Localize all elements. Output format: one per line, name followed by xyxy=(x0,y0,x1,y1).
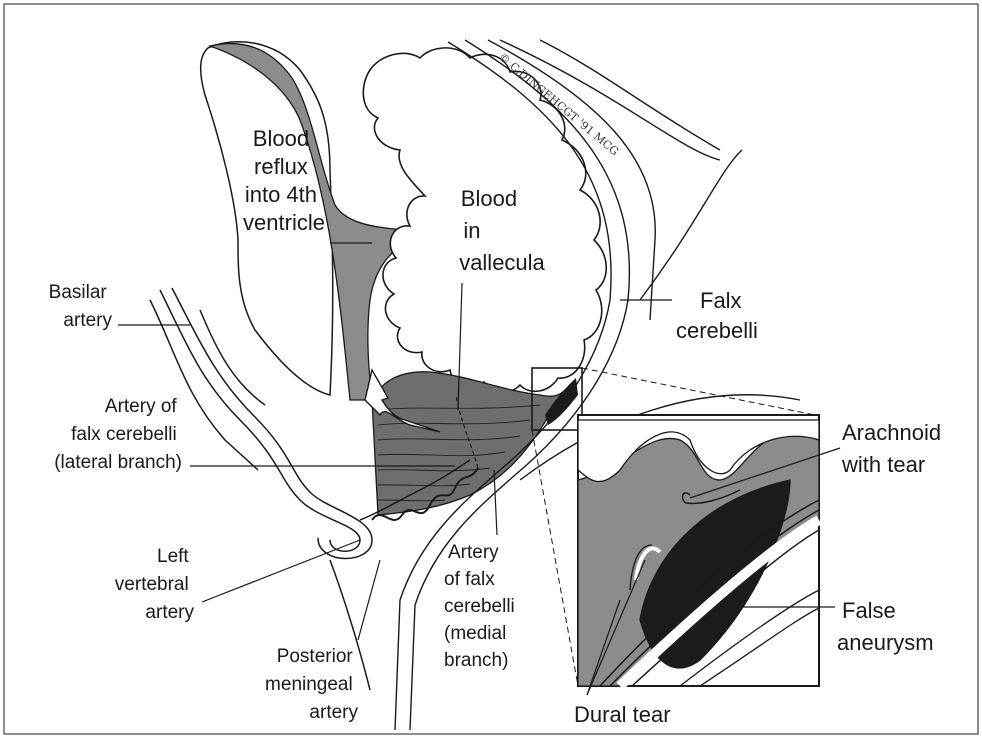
projection-line-bottom xyxy=(532,430,578,686)
label-posterior-meningeal: Posterior meningeal artery xyxy=(265,646,358,723)
label-falx-cerebelli: Falx cerebelli xyxy=(676,288,758,343)
label-artery-falx-medial: Artery of falx cerebelli (medial branch) xyxy=(444,542,520,671)
vallecula-blood xyxy=(372,372,565,515)
label-basilar-artery: Basilar artery xyxy=(49,282,113,331)
inset-panel xyxy=(578,415,819,686)
label-left-vertebral: Left vertebral artery xyxy=(115,546,195,623)
label-arachnoid-tear: Arachnoid with tear xyxy=(841,420,947,477)
projection-line-top xyxy=(582,368,815,415)
label-dural-tear: Dural tear xyxy=(574,702,671,727)
label-artery-falx-lateral: Artery of falx cerebelli (lateral branch… xyxy=(54,396,182,473)
label-false-aneurysm: False aneurysm xyxy=(837,598,934,655)
